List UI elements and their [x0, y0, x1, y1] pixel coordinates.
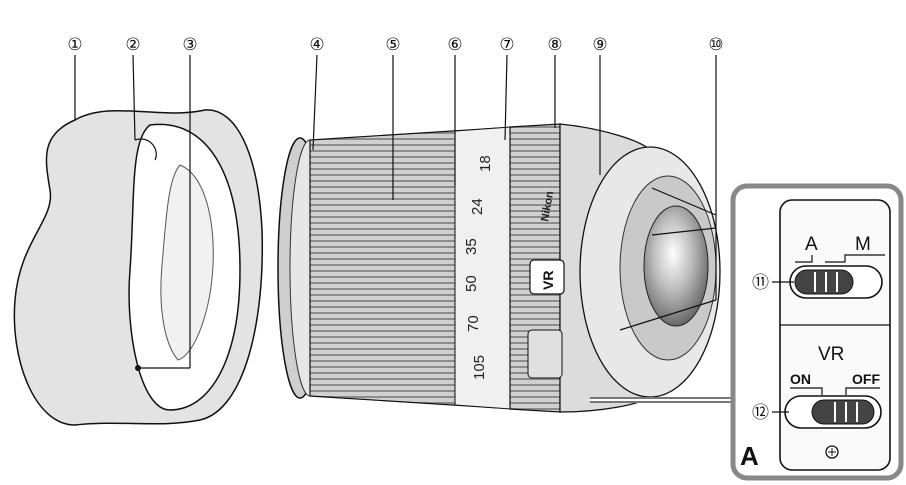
svg-text:①: ① [67, 35, 82, 55]
callout-4: ④ [309, 35, 325, 151]
svg-text:⑤: ⑤ [385, 35, 400, 55]
zoom-scale-mark: 18 [477, 155, 494, 172]
svg-text:⑩: ⑩ [708, 35, 723, 55]
vr-switch[interactable]: VR ON OFF [784, 344, 882, 429]
svg-text:⑨: ⑨ [592, 35, 607, 55]
zoom-scale-mark: 35 [463, 238, 480, 255]
vr-badge: VR [540, 271, 556, 290]
focus-mode-m-label: M [855, 234, 871, 255]
callout-7: ⑦ [499, 35, 515, 141]
focus-mode-switch[interactable]: A M [789, 234, 885, 299]
zoom-scale-mark: 50 [463, 275, 480, 292]
callout-12: ⑫ [752, 403, 769, 423]
callout-8: ⑧ [547, 35, 563, 128]
callout-9: ⑨ [592, 35, 608, 175]
vr-off-label: OFF [852, 371, 880, 387]
focus-mode-a-label: A [805, 234, 818, 255]
svg-text:③: ③ [182, 35, 197, 55]
lens-body [277, 123, 721, 413]
switch-panel: A A M ⑪ VR ON OFF ⑫ [730, 183, 904, 481]
zoom-scale-mark: 105 [471, 355, 488, 380]
svg-text:⑥: ⑥ [447, 35, 462, 55]
svg-text:②: ② [125, 35, 140, 55]
callout-11: ⑪ [752, 273, 769, 293]
callout-6: ⑥ [447, 35, 463, 185]
callouts: ① ② ③ ④ ⑤ ⑥ ⑦ ⑧ ⑨ ⑩ [67, 35, 724, 369]
callout-10: ⑩ [619, 35, 724, 331]
callout-2: ② [125, 35, 141, 141]
svg-text:④: ④ [309, 35, 324, 55]
zoom-scale: 18 24 35 50 70 105 [463, 155, 494, 380]
panel-letter: A [740, 441, 759, 471]
zoom-scale-mark: 70 [465, 315, 482, 332]
svg-text:⑦: ⑦ [499, 35, 514, 55]
callout-5: ⑤ [385, 35, 401, 200]
lens-hood [13, 109, 264, 426]
svg-text:⑧: ⑧ [547, 35, 562, 55]
zoom-scale-mark: 24 [469, 198, 486, 215]
lens-brand: Nikon [539, 190, 556, 222]
callout-3: ③ [140, 35, 198, 369]
vr-switch-title: VR [818, 344, 844, 365]
vr-on-label: ON [790, 371, 811, 387]
callout-1: ① [67, 35, 83, 120]
